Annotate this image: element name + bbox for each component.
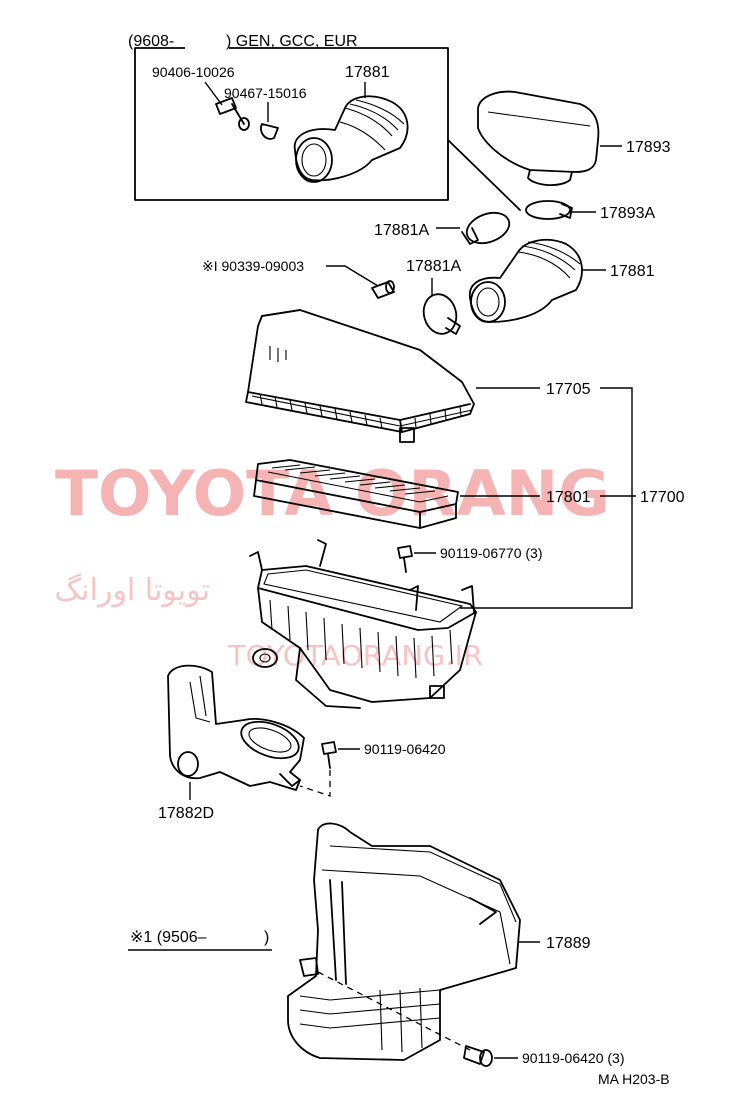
bolt-icon <box>397 545 413 573</box>
label-17889: 17889 <box>546 935 591 952</box>
intake-hose-icon <box>468 238 583 323</box>
air-filter-element-icon <box>253 459 459 529</box>
hose-clamp-icon <box>422 293 461 335</box>
variant-note-code: ※1 (9506– <box>130 929 207 946</box>
label-17881-inset: 17881 <box>345 64 390 81</box>
inset-models: ) GEN, GCC, EUR <box>226 33 358 50</box>
label-17881A-mid: 17881A <box>406 258 461 275</box>
hose-clamp-icon <box>461 211 511 245</box>
label-90406-10026: 90406-10026 <box>152 64 235 80</box>
label-90339-09003: ※I 90339-09003 <box>202 258 304 274</box>
label-17801: 17801 <box>546 489 591 506</box>
watermark-farsi: تویوتا اورانگ <box>54 573 210 608</box>
variant-note-close: ) <box>264 929 269 946</box>
air-cleaner-case-icon <box>249 539 477 709</box>
intake-duct-icon <box>167 664 305 791</box>
plug-icon <box>371 280 395 299</box>
bolt-icon <box>463 1045 493 1067</box>
label-90119-06420: 90119-06420 <box>364 741 446 757</box>
label-90119-06420-3: 90119-06420 (3) <box>522 1050 624 1066</box>
watermark: TOYOTA ORANG تویوتا اورانگ TOYOTAORANG.I… <box>54 457 610 672</box>
bolt-icon <box>215 97 250 131</box>
watermark-main: TOYOTA ORANG <box>55 457 610 530</box>
label-90467-15016: 90467-15016 <box>224 85 307 101</box>
resonator-icon <box>477 90 600 186</box>
label-17705: 17705 <box>546 381 591 398</box>
bolt-icon <box>321 741 337 769</box>
footer-code: MA H203-B <box>598 1071 670 1087</box>
air-cleaner-cap-icon <box>245 309 475 443</box>
clip-icon <box>260 123 279 140</box>
inset-group: (9608- ) GEN, GCC, EUR 90406-10026 90467… <box>128 33 521 211</box>
label-17893: 17893 <box>626 139 671 156</box>
label-17882D: 17882D <box>158 805 214 822</box>
intake-hose-icon <box>293 95 409 183</box>
hose-clamp-icon <box>525 200 573 220</box>
label-17881: 17881 <box>610 263 655 280</box>
inset-code: (9608- <box>128 33 174 50</box>
label-90119-06770: 90119-06770 (3) <box>440 545 542 561</box>
air-cleaner-assembly-icon <box>287 822 521 1061</box>
label-17881A-top: 17881A <box>374 222 429 239</box>
label-17893A: 17893A <box>600 205 655 222</box>
label-17700: 17700 <box>640 489 685 506</box>
